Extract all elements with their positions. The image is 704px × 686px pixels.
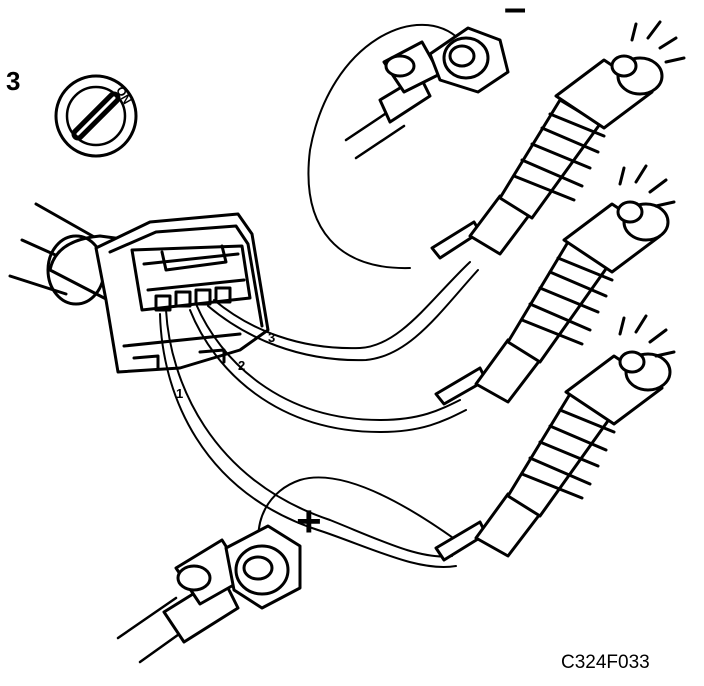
pin-label-2: 2 <box>238 358 246 373</box>
injector-bottom <box>434 314 676 562</box>
pin-label-1: 1 <box>176 386 184 401</box>
positive-symbol: + <box>296 497 322 546</box>
reference-code: C324F033 <box>561 652 650 673</box>
pin-label-3: 3 <box>268 330 276 345</box>
probe-wires <box>159 23 479 568</box>
injector-middle <box>434 164 676 406</box>
connector-icon <box>46 212 270 374</box>
ignition-switch-icon <box>54 74 138 158</box>
step-number: 3 <box>6 66 21 96</box>
probe-clip-bottom <box>116 524 302 664</box>
injector-top <box>430 20 686 260</box>
negative-symbol: – <box>504 0 527 30</box>
probe-clip-top <box>344 26 510 160</box>
